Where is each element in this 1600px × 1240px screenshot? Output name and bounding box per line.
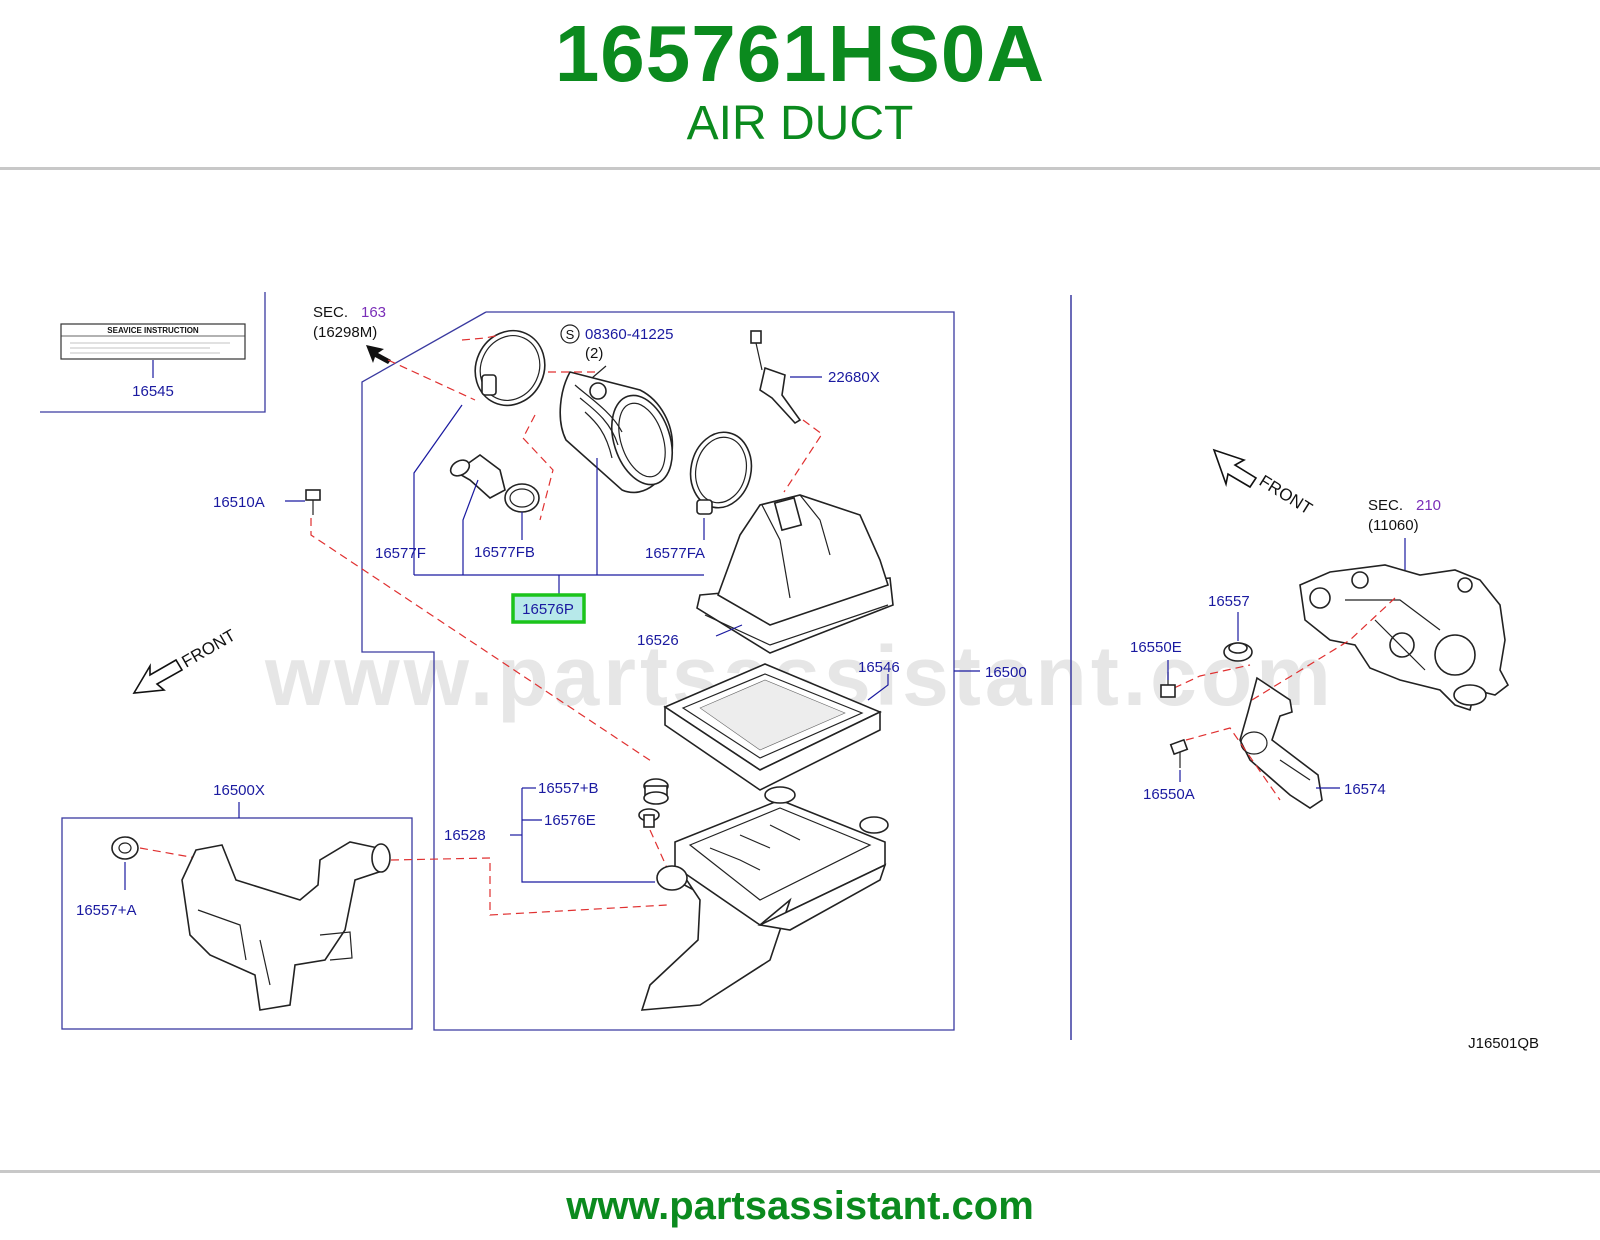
callout-16500: 16500: [985, 664, 1027, 681]
main-assembly-outline: [361, 311, 955, 1031]
callout-16546: 16546: [858, 659, 900, 676]
highlight-box: [511, 593, 586, 624]
callout-16545: 16545: [132, 383, 174, 400]
diagram-code: J16501QB: [1468, 1035, 1539, 1052]
callout-16577fa: 16577FA: [645, 545, 705, 562]
clamp-16577f-drawing: [461, 329, 546, 407]
bolt-16550a-drawing: 16550A: [1143, 738, 1195, 803]
svg-text:(11060): (11060): [1368, 517, 1419, 534]
svg-text:SEC.: SEC.: [313, 304, 348, 321]
cover-16526-drawing: 16526: [637, 494, 894, 654]
footer-url[interactable]: www.partsassistant.com: [566, 1184, 1034, 1228]
callout-16557-a: 16557+A: [76, 902, 136, 919]
callout-16557-b: 16557+B: [538, 780, 598, 797]
svg-text:210: 210: [1416, 497, 1441, 514]
svg-text:(16298M): (16298M): [313, 324, 377, 341]
fastener-16550e-drawing: 16550E: [1130, 639, 1182, 698]
svg-text:163: 163: [361, 304, 386, 321]
bolt-symbol: S: [566, 327, 575, 342]
hose-16577fb-drawing: [449, 454, 540, 513]
top-divider: [0, 167, 1600, 170]
service-instruction-panel: SEAVICE INSTRUCTION 16545: [40, 292, 266, 413]
callout-16526: 16526: [637, 632, 679, 649]
grommets-drawing: 16557+B 16576E 16528: [444, 778, 669, 883]
part-name-subtitle: AIR DUCT: [686, 97, 914, 150]
bolt-quantity: (2): [585, 345, 603, 362]
air-duct-drawing: [522, 365, 674, 521]
arrow-icon: [366, 345, 391, 364]
callout-16574: 16574: [1344, 781, 1386, 798]
bolt-reference: S 08360-41225 (2): [560, 324, 673, 362]
part-number-title: 165761HS0A: [554, 9, 1046, 98]
front-arrow-icon-right: [1212, 448, 1258, 489]
header: 165761HS0A AIR DUCT: [0, 0, 1600, 168]
callout-16528: 16528: [444, 827, 486, 844]
callout-16500x: 16500X: [213, 782, 265, 799]
sec-210-reference: SEC. 210 (11060): [1368, 497, 1441, 570]
bracket-16574-drawing: 16574: [1173, 597, 1396, 809]
callout-16510a: 16510A: [213, 494, 265, 511]
service-instruction-label: SEAVICE INSTRUCTION: [107, 326, 199, 335]
filter-16546-drawing: 16546: [663, 659, 900, 791]
grommet-16557-drawing: 16557: [1208, 593, 1253, 662]
sec-163-reference: SEC. 163 (16298M): [313, 304, 476, 401]
svg-text:SEC.: SEC.: [1368, 497, 1403, 514]
callout-16577fb: 16577FB: [474, 544, 535, 561]
callout-16550a: 16550A: [1143, 786, 1195, 803]
front-arrow-icon: [132, 658, 184, 694]
sensor-22680x-drawing: 22680X: [750, 330, 880, 493]
callout-16550e: 16550E: [1130, 639, 1182, 656]
resonator-16500x-group: 16500X 16557+A: [61, 782, 668, 1030]
bottom-divider: [0, 1170, 1600, 1173]
duct-callout-bracket: 16577F 16577FB 16577FA 16576P: [375, 404, 705, 624]
case-16528-drawing: [640, 786, 889, 1011]
bolt-16510a-drawing: 16510A: [213, 489, 655, 764]
callout-16557: 16557: [1208, 593, 1250, 610]
callout-16576e: 16576E: [544, 812, 596, 829]
callout-22680x: 22680X: [828, 369, 880, 386]
callout-08360-41225: 08360-41225: [585, 326, 673, 343]
callout-16576p-highlighted[interactable]: 16576P: [522, 601, 574, 618]
clamp-16577fa-drawing: [689, 431, 753, 515]
callout-16577f: 16577F: [375, 545, 426, 562]
throttle-housing-drawing: [1299, 564, 1510, 712]
